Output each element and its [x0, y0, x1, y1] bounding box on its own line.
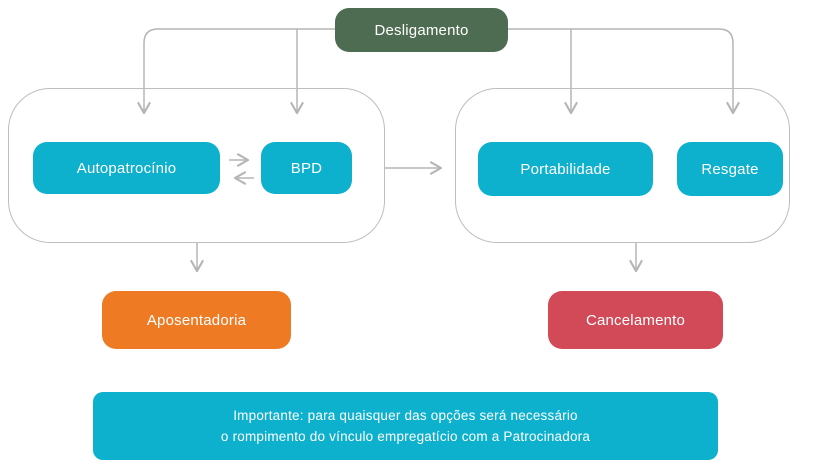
node-resgate: Resgate: [677, 142, 783, 196]
node-portabilidade: Portabilidade: [478, 142, 653, 196]
node-desligamento-label: Desligamento: [374, 21, 469, 39]
node-aposentadoria: Aposentadoria: [102, 291, 291, 349]
important-note-line1: Importante: para quaisquer das opções se…: [233, 408, 578, 423]
node-aposentadoria-label: Aposentadoria: [146, 311, 247, 329]
node-bpd-label: BPD: [290, 159, 323, 177]
connector-root-to-autopatrocinio: [137, 28, 335, 115]
node-autopatrocinio-label: Autopatrocínio: [76, 159, 177, 177]
important-note-banner: Importante: para quaisquer das opções se…: [93, 392, 718, 460]
node-desligamento: Desligamento: [335, 8, 508, 52]
node-bpd: BPD: [261, 142, 352, 194]
node-resgate-label: Resgate: [701, 160, 759, 178]
important-note-line2: o rompimento do vínculo empregatício com…: [220, 429, 591, 444]
node-cancelamento-label: Cancelamento: [585, 311, 686, 329]
node-autopatrocinio: Autopatrocínio: [33, 142, 220, 194]
node-cancelamento: Cancelamento: [548, 291, 723, 349]
group-container-right: [455, 88, 790, 243]
group-container-left: [8, 88, 385, 243]
node-portabilidade-label: Portabilidade: [520, 160, 611, 178]
connector-root-to-resgate: [508, 28, 740, 115]
